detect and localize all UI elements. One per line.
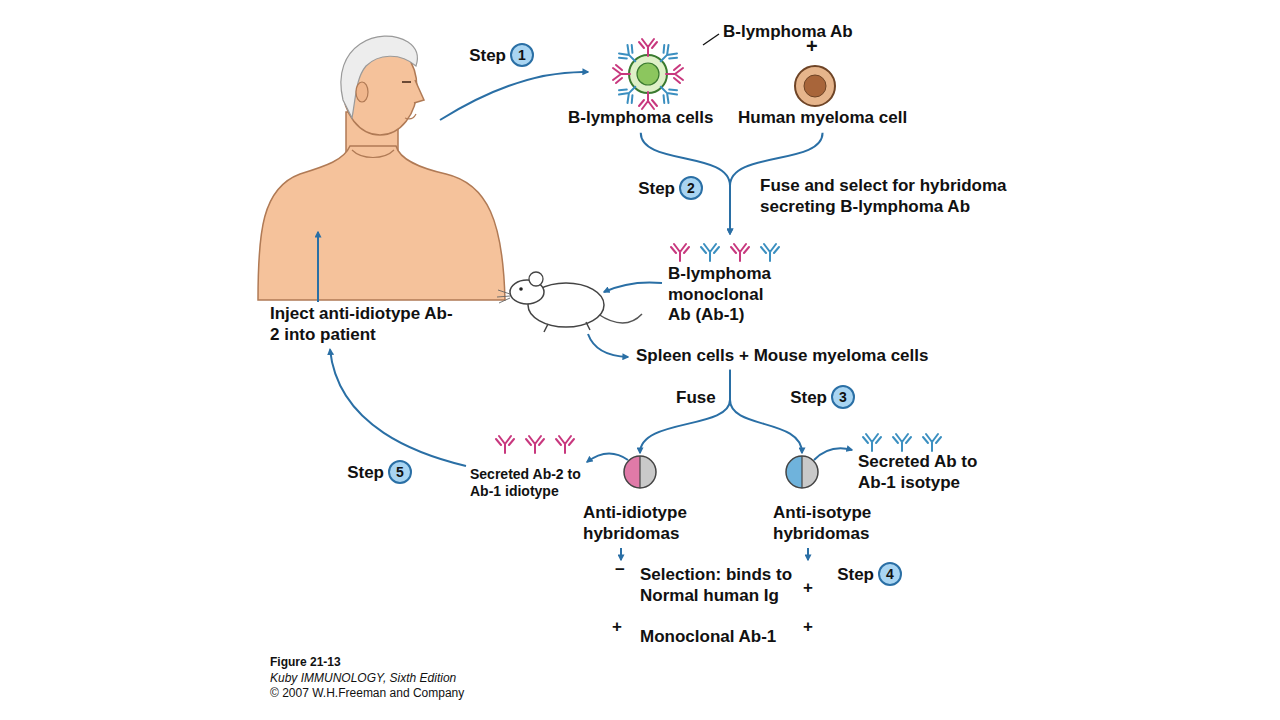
node-label: B-lymphoma monoclonal Ab (Ab-1) [668,264,780,326]
node-label: Anti-isotype hybridomas [773,503,887,544]
step-label: Step [638,178,675,200]
step-number: 1 [512,45,532,65]
antibody-icon [617,80,642,105]
step-number: 2 [681,178,701,198]
step-circle: Step3 [831,385,855,409]
antibody-product: B-lymphoma monoclonal Ab (Ab-1) [668,236,793,326]
b-lymphoma-cell [613,39,683,109]
antibody-icon [556,436,574,453]
text-label: Fuse [676,388,716,409]
text-label: + [803,578,813,599]
hybridoma-cell: Anti-isotype hybridomas [785,455,819,489]
text-label: B-lymphoma Ab [723,22,853,43]
node-label: Secreted Ab-2 to Ab-1 idiotype [470,466,595,500]
step-label: Step [790,387,827,409]
flow-connector [587,453,628,462]
text-label: Fuse and select for hybridoma secreting … [760,176,1035,217]
flow-arrow [807,548,809,560]
antibody-icon [617,43,642,68]
flow-arrow [604,282,662,292]
text-label: Figure 21-13 [270,655,341,670]
text-label: − [615,560,625,581]
flow-arrow [620,548,622,560]
hybridoma-cell: Anti-idiotype hybridomas [623,455,657,489]
step-number: 5 [390,462,410,482]
node-label: Anti-idiotype hybridomas [583,503,705,544]
mouse-figure [497,272,642,332]
step-label: Step [347,462,384,484]
step-label: Step [469,45,506,67]
step-circle: Step1 [510,43,534,67]
step-label: Step [837,564,874,586]
antibody-icon [666,65,683,83]
flow-arrow [317,232,319,302]
text-node: Secreted Ab to Ab-1 isotype [858,452,993,493]
antibody-icon [863,434,881,451]
myeloma-cell [795,66,835,106]
antibody-row [668,236,793,264]
antibody-icon [654,43,679,68]
antibody-icon [761,244,779,261]
flow-arrow [588,334,628,357]
antibody-icon [731,244,749,261]
hybridoma-shape [785,455,819,489]
patient-figure [258,36,505,300]
step-circle: Step5 [388,460,412,484]
antibody-icon [701,244,719,261]
node-label: Secreted Ab to Ab-1 isotype [858,452,993,493]
text-label: + [803,617,813,638]
text-node: Inject anti-idiotype Ab-2 into patient [270,304,455,345]
step-number: 4 [880,564,900,584]
text-label: Selection: binds to Normal human Ig [640,565,822,606]
text-node: Human myeloma cell [738,108,907,129]
flow-connector [640,370,730,453]
node-label: B-lymphoma cells [568,108,714,129]
node-label: Spleen cells + Mouse myeloma cells [636,346,928,367]
step-circle: Step2 [679,176,703,200]
antibody-icon [923,434,941,451]
flow-connector [730,370,802,453]
text-node: B-lymphoma cells [568,108,714,129]
leader-line [703,34,719,45]
step-number: 3 [833,387,853,407]
text-label: Kuby IMMUNOLOGY, Sixth Edition [270,671,456,686]
text-label: + [806,34,818,58]
node-label: Inject anti-idiotype Ab-2 into patient [270,304,455,345]
hybridoma-shape [623,455,657,489]
antibody-icon [496,436,514,453]
flow-arrow [440,72,588,120]
text-node: Spleen cells + Mouse myeloma cells [636,346,928,367]
antibody-icon [639,39,657,56]
text-label: © 2007 W.H.Freeman and Company [270,686,464,701]
text-label: Monoclonal Ab-1 [640,627,776,648]
step-circle: Step4 [878,562,902,586]
antibody-group [496,434,941,453]
node-label: Human myeloma cell [738,108,907,129]
text-label: + [612,617,622,638]
antibody-icon [613,65,630,83]
flow-connector [330,349,466,466]
flow-connector [814,448,852,460]
antibody-icon [654,80,679,105]
antibody-icon [639,92,657,109]
antibody-icon [526,436,544,453]
text-node: Secreted Ab-2 to Ab-1 idiotype [470,466,595,500]
antibody-icon [671,244,689,261]
antibody-icon [893,434,911,451]
